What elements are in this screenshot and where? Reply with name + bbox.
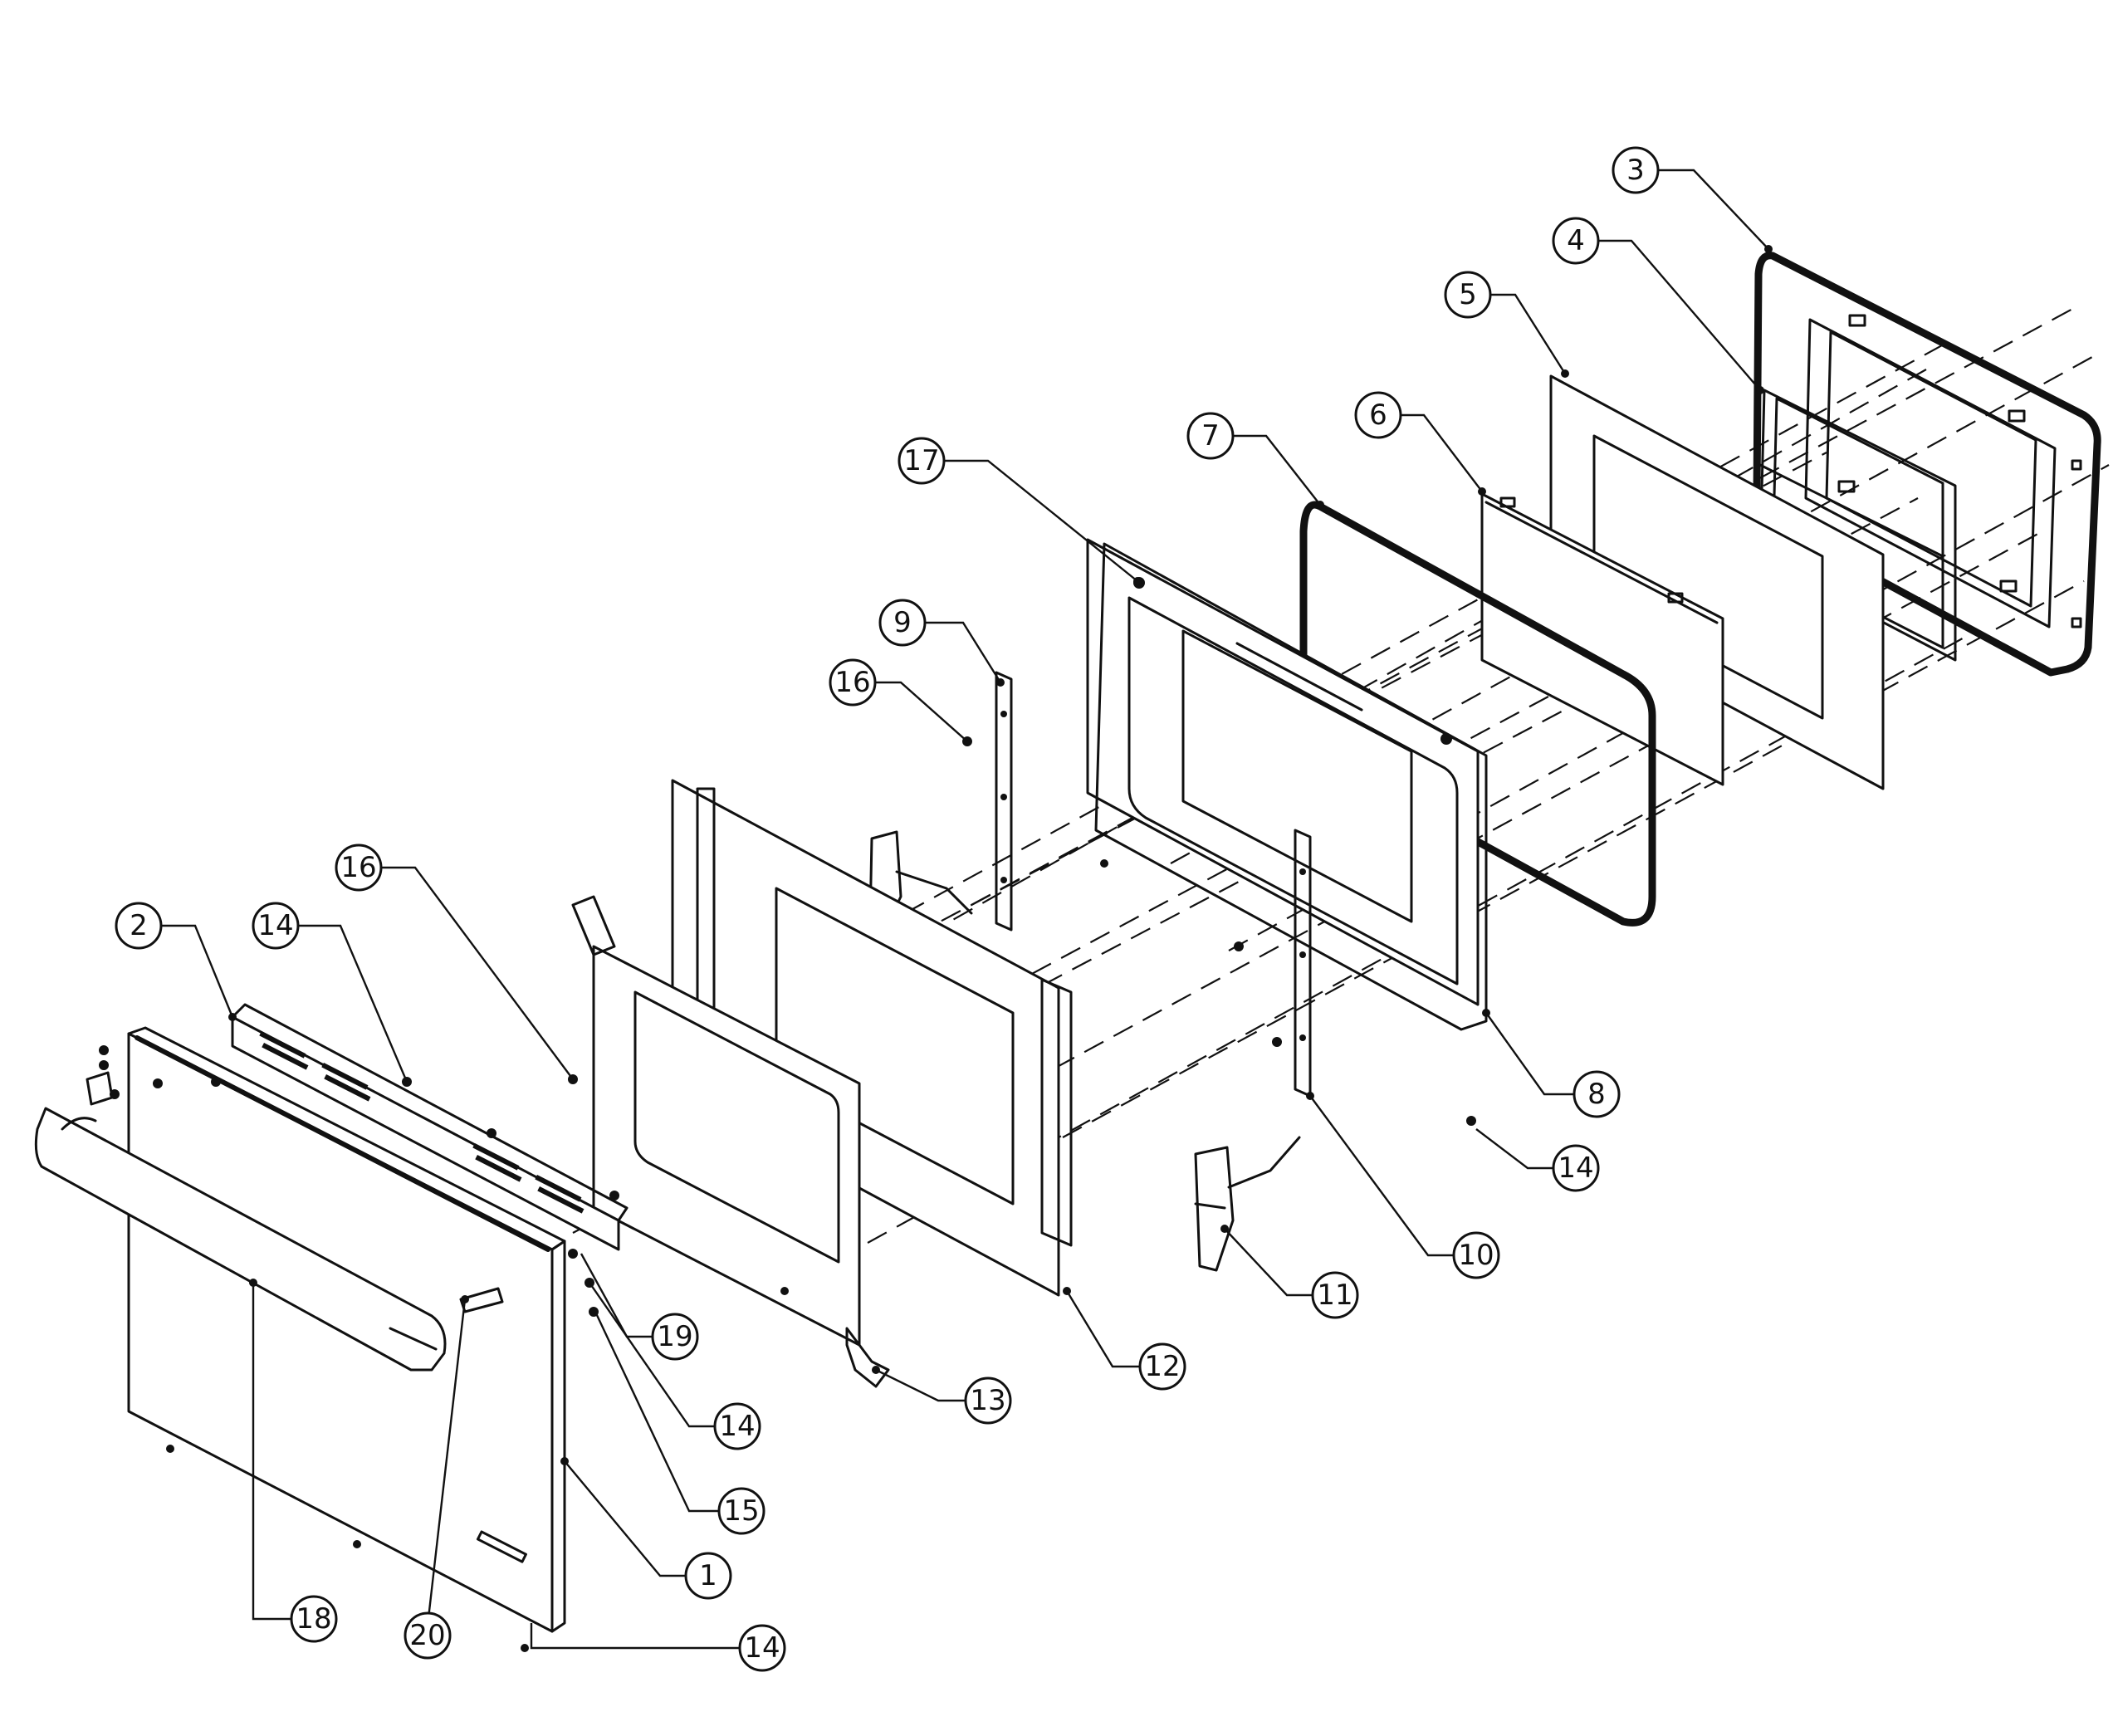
part-12-door-inner-panel: [671, 779, 1073, 1297]
svg-text:20: 20: [409, 1619, 445, 1652]
callout-7: 7: [1186, 412, 1235, 460]
callout-19: 19: [651, 1313, 699, 1361]
svg-text:6: 6: [1369, 399, 1387, 432]
svg-text:16: 16: [340, 851, 376, 884]
callout-5: 5: [1444, 271, 1492, 319]
callout-10: 10: [1452, 1231, 1500, 1279]
part-2-vent-channel: [231, 1003, 629, 1251]
callout-12: 12: [1138, 1342, 1186, 1391]
svg-text:16: 16: [834, 666, 870, 699]
callout-16-upper: 16: [829, 658, 877, 707]
callout-3: 3: [1612, 146, 1660, 194]
part-1-outer-door-panel: [127, 1026, 566, 1652]
svg-text:5: 5: [1459, 278, 1477, 311]
svg-text:14: 14: [1558, 1152, 1593, 1185]
vent-slots: [259, 1031, 584, 1214]
part-8-door-frame: [1086, 538, 1488, 1031]
svg-text:17: 17: [903, 444, 939, 477]
svg-text:15: 15: [723, 1494, 759, 1528]
callout-4: 4: [1552, 217, 1600, 265]
callout-labels: 3 4 5 6 7 17 9 16 16 14 2 8 14 10 11 12 …: [115, 146, 1660, 1672]
svg-text:3: 3: [1626, 154, 1645, 187]
callout-1: 1: [684, 1552, 732, 1600]
callout-14-bottom: 14: [738, 1624, 786, 1672]
callout-20: 20: [404, 1611, 452, 1660]
callout-14-mid: 14: [713, 1402, 761, 1450]
part-9-hinge-bracket: [995, 671, 1013, 932]
leader-lines: [162, 169, 1769, 1650]
svg-text:14: 14: [257, 909, 293, 942]
svg-text:13: 13: [970, 1384, 1005, 1417]
part-6-inner-glass: [1480, 492, 1724, 786]
svg-text:10: 10: [1458, 1239, 1494, 1272]
callout-17: 17: [898, 437, 946, 485]
callout-9: 9: [878, 599, 927, 647]
callout-13: 13: [964, 1377, 1012, 1425]
callout-14-top: 14: [252, 902, 300, 950]
callout-11: 11: [1311, 1271, 1359, 1319]
svg-text:1: 1: [699, 1559, 717, 1592]
callout-16-lower: 16: [335, 844, 383, 892]
callout-8: 8: [1573, 1070, 1621, 1118]
svg-text:8: 8: [1587, 1078, 1606, 1111]
svg-text:7: 7: [1201, 419, 1220, 452]
svg-text:14: 14: [744, 1631, 780, 1665]
svg-text:9: 9: [893, 606, 912, 639]
svg-text:14: 14: [719, 1410, 755, 1443]
callout-15: 15: [717, 1487, 765, 1535]
part-13-front-inner-frame: [571, 895, 890, 1388]
svg-text:2: 2: [130, 909, 148, 942]
svg-text:18: 18: [296, 1602, 331, 1636]
svg-text:4: 4: [1567, 224, 1585, 257]
callout-18: 18: [290, 1595, 338, 1643]
svg-text:12: 12: [1144, 1350, 1180, 1383]
part-7-gasket: [1299, 501, 1656, 927]
part-3-rear-liner: [1753, 252, 2101, 677]
leader-arrowheads: [228, 245, 1773, 1465]
svg-text:11: 11: [1317, 1279, 1352, 1312]
callout-2: 2: [115, 902, 163, 950]
svg-text:19: 19: [657, 1320, 692, 1353]
callout-14-right: 14: [1552, 1144, 1600, 1192]
part-18-handle: [34, 1107, 447, 1372]
part-11-hinge: [1194, 1136, 1301, 1272]
callout-6: 6: [1354, 391, 1402, 439]
loose-screws: [99, 736, 1476, 1317]
